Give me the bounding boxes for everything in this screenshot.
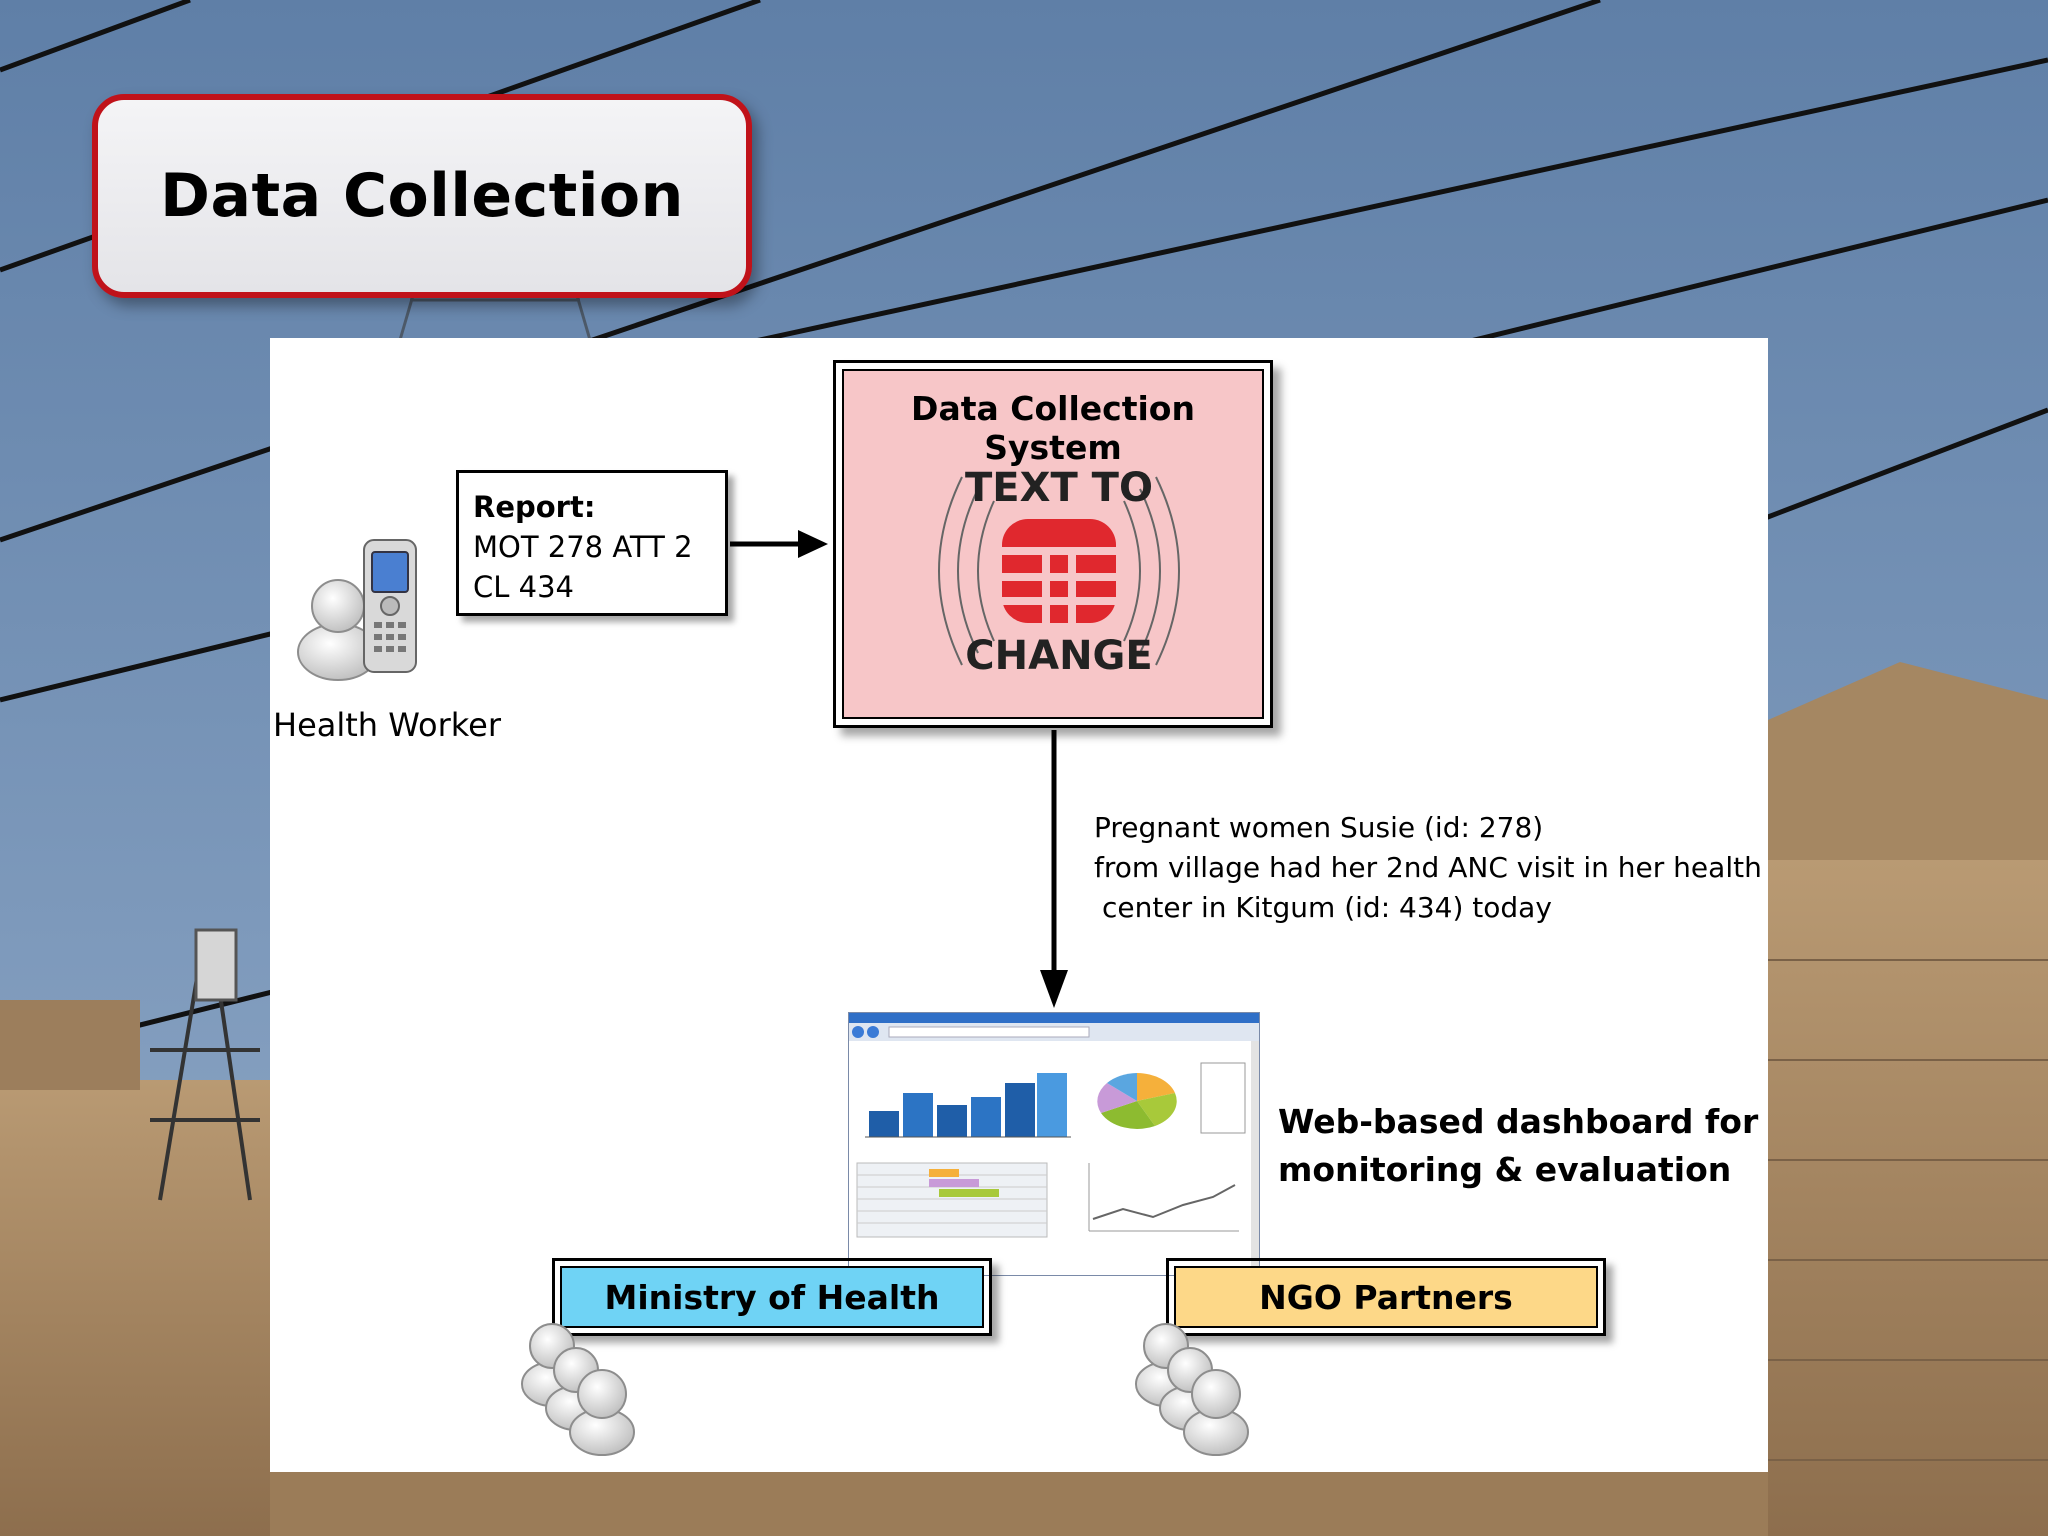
report-line-1: MOT 278 ATT 2 xyxy=(473,530,693,564)
ministry-of-health-box: Ministry of Health xyxy=(552,1258,992,1336)
ngo-group-icon xyxy=(1135,1323,1249,1456)
dashboard-caption-line-1: Web-based dashboard for xyxy=(1278,1102,1759,1141)
ministry-of-health-label: Ministry of Health xyxy=(604,1277,940,1317)
diagram-panel: Health Worker Report: MOT 278 ATT 2 CL 4… xyxy=(270,338,1768,1472)
data-collection-system-box: Data Collection System TEXT TO xyxy=(833,360,1273,728)
logo-top-text: TEXT TO xyxy=(965,465,1153,511)
dashboard-screenshot xyxy=(848,1012,1260,1276)
ngo-partners-label: NGO Partners xyxy=(1259,1277,1513,1317)
ministry-group-icon xyxy=(521,1323,635,1456)
slide-title: Data Collection xyxy=(160,161,684,231)
data-collection-system-title: Data Collection System xyxy=(911,389,1195,467)
dashboard-caption: Web-based dashboard for monitoring & eva… xyxy=(1278,1098,1758,1194)
data-collection-system-inner: Data Collection System TEXT TO xyxy=(842,369,1264,719)
report-heading: Report: xyxy=(473,490,596,524)
logo-bottom-text: CHANGE xyxy=(965,633,1152,679)
health-worker-label: Health Worker xyxy=(273,706,501,744)
ngo-partners-box: NGO Partners xyxy=(1166,1258,1606,1336)
report-line-2: CL 434 xyxy=(473,570,574,604)
text-to-change-logo: TEXT TO CHANGE xyxy=(938,465,1180,679)
health-worker-icon xyxy=(297,539,417,681)
message-line-3: center in Kitgum (id: 434) today xyxy=(1102,891,1552,924)
dashboard-caption-line-2: monitoring & evaluation xyxy=(1278,1150,1732,1189)
message-line-1: Pregnant women Susie (id: 278) xyxy=(1094,811,1544,844)
message-line-2: from village had her 2nd ANC visit in he… xyxy=(1094,851,1762,884)
ngo-partners-inner: NGO Partners xyxy=(1174,1266,1598,1328)
title-box: Data Collection xyxy=(92,94,752,298)
report-box: Report: MOT 278 ATT 2 CL 434 xyxy=(456,470,728,616)
message-text: Pregnant women Susie (id: 278) from vill… xyxy=(1094,808,1762,928)
dashboard-thumbnail xyxy=(849,1013,1259,1275)
ministry-of-health-inner: Ministry of Health xyxy=(560,1266,984,1328)
